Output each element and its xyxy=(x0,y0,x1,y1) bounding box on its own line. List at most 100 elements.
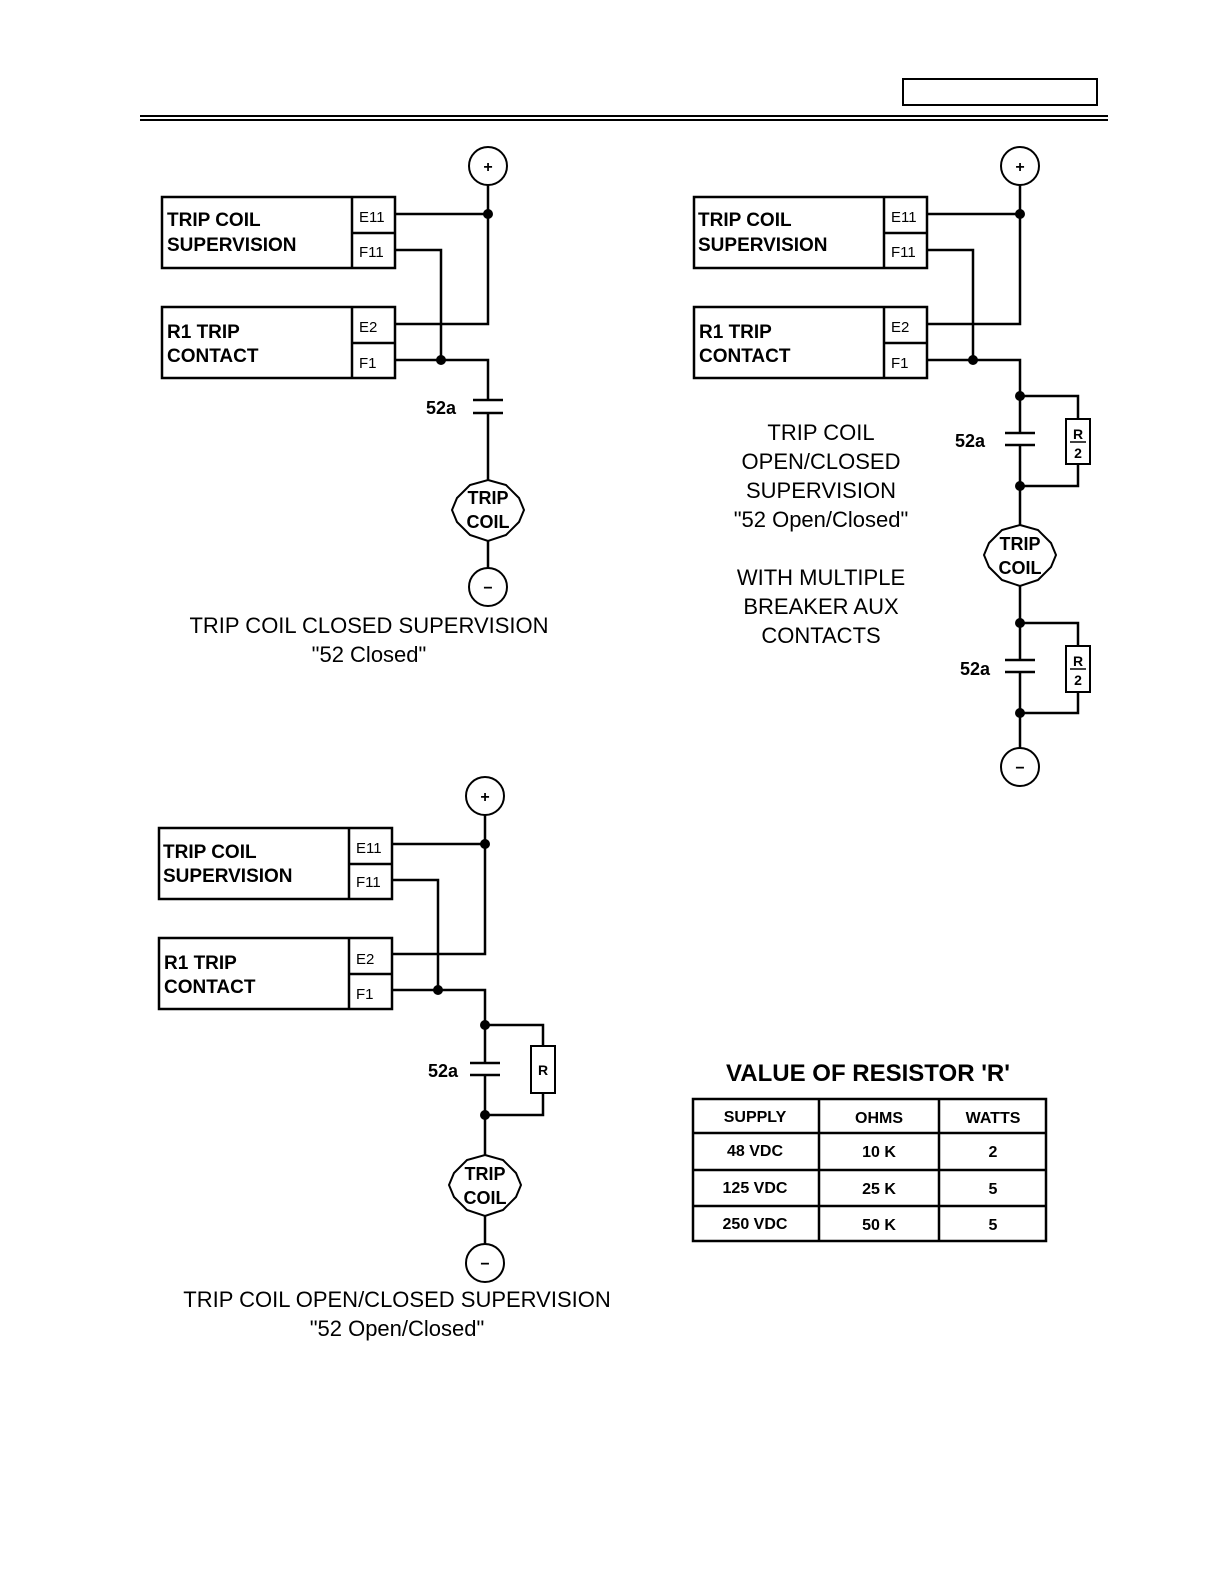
block-label-line1: R1 TRIP xyxy=(164,953,237,974)
contact-52a-label: 52a xyxy=(428,1061,459,1081)
table-header-row: SUPPLY OHMS WATTS xyxy=(724,1109,1021,1127)
caption-line3: SUPERVISION xyxy=(746,478,896,503)
cell-supply: 48 VDC xyxy=(727,1143,783,1160)
block-label-line2: SUPERVISION xyxy=(698,235,828,256)
positive-sign: + xyxy=(480,789,489,806)
wire-positive-bus xyxy=(395,185,490,326)
junction-dot xyxy=(480,839,490,849)
wire-f11-f1 xyxy=(395,248,490,400)
terminal-f1: F1 xyxy=(356,986,374,1003)
r1-trip-contact-block: R1 TRIP CONTACT E2 F1 xyxy=(160,305,397,380)
resistor-label: R xyxy=(538,1062,548,1078)
contact-52a-label: 52a xyxy=(426,398,457,418)
wire-positive-bus xyxy=(927,185,1022,326)
block-label-line1: R1 TRIP xyxy=(699,322,772,343)
negative-supply-icon xyxy=(465,1243,505,1283)
positive-supply-icon xyxy=(1000,146,1040,186)
terminal-f1: F1 xyxy=(891,355,909,372)
negative-sign: − xyxy=(483,580,492,597)
junction-dot xyxy=(483,209,493,219)
wire-f11-f1 xyxy=(927,248,1022,432)
positive-sign: + xyxy=(483,159,492,176)
wire-f11-f1 xyxy=(392,878,487,1063)
terminal-f11: F11 xyxy=(359,244,384,261)
caption-line2: "52 Closed" xyxy=(312,642,427,667)
caption-line4: "52 Open/Closed" xyxy=(734,507,909,532)
table-row: 48 VDC 10 K 2 xyxy=(727,1143,998,1161)
block-label-line1: R1 TRIP xyxy=(167,322,240,343)
coil-label-line1: TRIP xyxy=(999,534,1040,554)
junction-dot xyxy=(480,1020,490,1030)
negative-sign: − xyxy=(480,1256,489,1273)
positive-supply-icon xyxy=(468,146,508,186)
cell-watts: 5 xyxy=(989,1217,998,1234)
caption-line2: "52 Open/Closed" xyxy=(310,1316,485,1341)
table-row: 125 VDC 25 K 5 xyxy=(723,1180,998,1198)
trip-coil-supervision-block: TRIP COIL SUPERVISION E11 F11 xyxy=(160,195,397,270)
coil-label-line1: TRIP xyxy=(467,488,508,508)
caption-line2: OPEN/CLOSED xyxy=(742,449,901,474)
table-row: 250 VDC 50 K 5 xyxy=(723,1216,998,1234)
block-label-line2: CONTACT xyxy=(699,346,791,367)
junction-dot xyxy=(1015,209,1025,219)
trip-coil-supervision-block: TRIP COIL SUPERVISION E11 F11 xyxy=(692,195,929,270)
cell-watts: 5 xyxy=(989,1181,998,1198)
resistor-label-num: R xyxy=(1073,653,1083,669)
wire-resistor-bypass xyxy=(1020,621,1080,715)
resistor-label-den: 2 xyxy=(1074,672,1082,688)
resistor-label-num: R xyxy=(1073,426,1083,442)
block-label-line1: TRIP COIL xyxy=(698,210,792,231)
contact-52a-label: 52a xyxy=(955,431,986,451)
table-title: VALUE OF RESISTOR 'R' xyxy=(726,1060,1010,1087)
terminal-f11: F11 xyxy=(891,244,916,261)
junction-dot xyxy=(433,985,443,995)
block-label-line2: CONTACT xyxy=(167,346,259,367)
coil-label-line2: COIL xyxy=(999,558,1042,578)
diagram-open-closed-supervision: TRIP COIL SUPERVISION E11 F11 R1 TRIP CO… xyxy=(157,776,611,1341)
diagram-multiple-aux-contacts: TRIP COIL SUPERVISION E11 F11 R1 TRIP CO… xyxy=(692,146,1091,787)
cell-ohms: 10 K xyxy=(862,1144,896,1161)
coil-label-line1: TRIP xyxy=(464,1164,505,1184)
coil-label-line2: COIL xyxy=(467,512,510,532)
resistor-label-den: 2 xyxy=(1074,445,1082,461)
terminal-e2: E2 xyxy=(356,951,374,968)
junction-dot xyxy=(968,355,978,365)
block-label-line2: CONTACT xyxy=(164,977,256,998)
page-number-box xyxy=(902,78,1098,106)
negative-sign: − xyxy=(1015,760,1024,777)
junction-dot xyxy=(436,355,446,365)
diagram-closed-supervision: TRIP COIL SUPERVISION E11 F11 R1 TRIP CO… xyxy=(160,146,549,667)
positive-sign: + xyxy=(1015,159,1024,176)
junction-dot xyxy=(1015,391,1025,401)
header-supply: SUPPLY xyxy=(724,1109,787,1126)
caption-line6: BREAKER AUX xyxy=(743,594,899,619)
header-ohms: OHMS xyxy=(855,1110,903,1127)
positive-supply-icon xyxy=(465,776,505,816)
r1-trip-contact-block: R1 TRIP CONTACT E2 F1 xyxy=(692,305,929,380)
terminal-e2: E2 xyxy=(359,319,377,336)
cell-ohms: 25 K xyxy=(862,1181,896,1198)
caption-line1: TRIP COIL xyxy=(767,420,874,445)
terminal-e11: E11 xyxy=(891,209,917,226)
cell-ohms: 50 K xyxy=(862,1217,896,1234)
terminal-e11: E11 xyxy=(359,209,385,226)
terminal-f1: F1 xyxy=(359,355,377,372)
wire-positive-bus xyxy=(392,815,487,956)
contact-52a-label: 52a xyxy=(960,659,991,679)
cell-watts: 2 xyxy=(989,1144,998,1161)
terminal-f11: F11 xyxy=(356,874,381,891)
block-label-line2: SUPERVISION xyxy=(167,235,297,256)
terminal-e11: E11 xyxy=(356,840,382,857)
block-label-line2: SUPERVISION xyxy=(163,866,293,887)
cell-supply: 250 VDC xyxy=(723,1216,788,1233)
caption-line5: WITH MULTIPLE xyxy=(737,565,905,590)
junction-dot xyxy=(1015,618,1025,628)
block-label-line1: TRIP COIL xyxy=(163,842,257,863)
block-label-line1: TRIP COIL xyxy=(167,210,261,231)
trip-coil-supervision-block: TRIP COIL SUPERVISION E11 F11 xyxy=(157,826,394,901)
negative-supply-icon xyxy=(1000,747,1040,787)
caption-line7: CONTACTS xyxy=(761,623,880,648)
coil-label-line2: COIL xyxy=(464,1188,507,1208)
wire-resistor-bypass xyxy=(1020,394,1080,488)
